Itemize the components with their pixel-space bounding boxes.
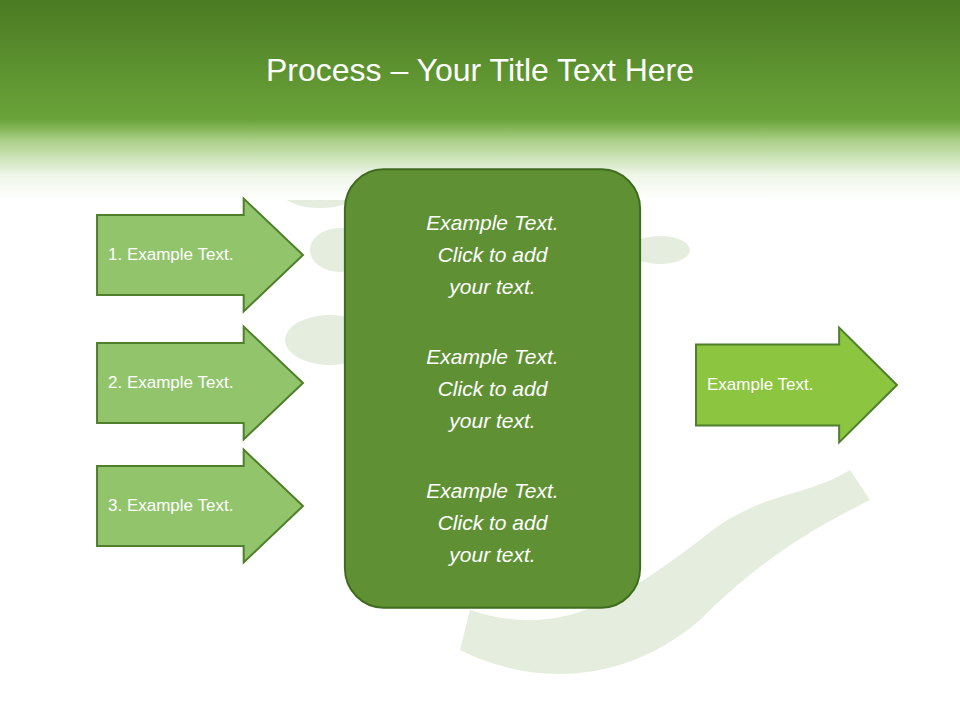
- arrow-box: 1. Example Text.: [96, 198, 304, 312]
- arrow-box: 2. Example Text.: [96, 326, 304, 440]
- arrow-box: Example Text.: [695, 327, 898, 443]
- content-text: Example Text. Click to add your text.: [418, 207, 568, 303]
- content-text: Example Text. Click to add your text.: [418, 475, 568, 571]
- content-box: Example Text. Click to add your text. Exa…: [344, 168, 641, 609]
- arrow-label: Example Text.: [707, 375, 813, 395]
- content-text: Example Text. Click to add your text.: [418, 341, 568, 437]
- arrow-label: 1. Example Text.: [108, 245, 233, 265]
- arrow-label: 3. Example Text.: [108, 496, 233, 516]
- slide-title: Process – Your Title Text Here: [0, 52, 960, 89]
- arrow-box: 3. Example Text.: [96, 449, 304, 563]
- arrow-label: 2. Example Text.: [108, 373, 233, 393]
